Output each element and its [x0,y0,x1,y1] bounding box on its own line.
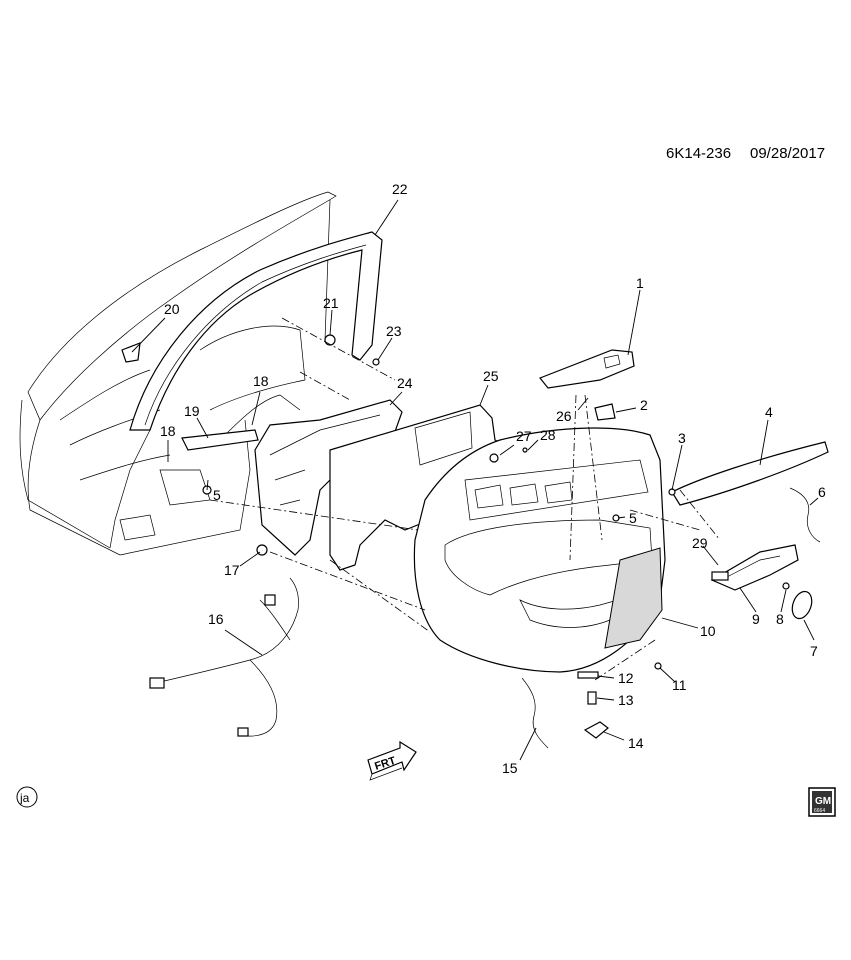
callout-1: 1 [636,275,644,291]
gm-logo: GM 6664 [808,787,836,817]
leader-lines [131,199,819,761]
cap [791,590,813,620]
callout-29: 29 [692,535,708,551]
callout-22: 22 [392,181,408,197]
callout-16: 16 [208,611,224,627]
callout-7: 7 [810,643,818,659]
callout-4: 4 [765,404,773,420]
callout-15: 15 [502,760,518,776]
callout-27: 27 [516,428,532,444]
callout-11: 11 [672,677,687,693]
callout-12: 12 [618,670,634,686]
callout-18: 18 [160,423,176,439]
gm-logo-subtext: 6664 [814,808,825,814]
callout-24: 24 [397,375,413,391]
callout-13: 13 [618,692,634,708]
switch-bezel [539,349,635,389]
switch-part [594,403,616,421]
callout-23: 23 [386,323,402,339]
callout-10: 10 [700,623,716,639]
connector [264,594,276,606]
gm-logo-text: GM [815,796,831,807]
small-parts [121,334,790,739]
applique [671,441,829,506]
harness-small [789,487,821,543]
callout-3: 3 [678,430,686,446]
callout-20: 20 [164,301,180,317]
alignment-lines [209,317,721,681]
door-frame [19,191,337,556]
callout-14: 14 [628,735,644,751]
callout-9: 9 [752,611,760,627]
callout-17: 17 [224,562,240,578]
callout-21: 21 [323,295,339,311]
callout-5: 5 [213,487,221,503]
callout-8: 8 [776,611,784,627]
door-trim-panel [413,427,666,673]
callout-18-b: 18 [253,373,269,389]
callout-2: 2 [640,397,648,413]
harness-lower [521,677,549,749]
callout-5-b: 5 [629,510,637,526]
wiring-harness [149,577,299,737]
inside-handle [710,544,799,591]
connector [149,677,165,689]
diagram-id: 6K14-236 [666,145,731,162]
connector [237,727,249,737]
artist-mark: ja [16,786,38,808]
window-channel [129,231,383,431]
front-direction-arrow: FRT [367,740,417,781]
diagram-date: 09/28/2017 [750,145,825,162]
callout-26: 26 [556,408,572,424]
callout-19: 19 [184,403,200,419]
callout-25: 25 [483,368,499,384]
callout-28: 28 [540,427,556,443]
callout-labels: 1 2 3 4 5 5 6 7 8 9 10 11 12 13 14 15 16… [160,181,826,776]
callout-6: 6 [818,484,826,500]
artist-initials: ja [19,791,30,805]
